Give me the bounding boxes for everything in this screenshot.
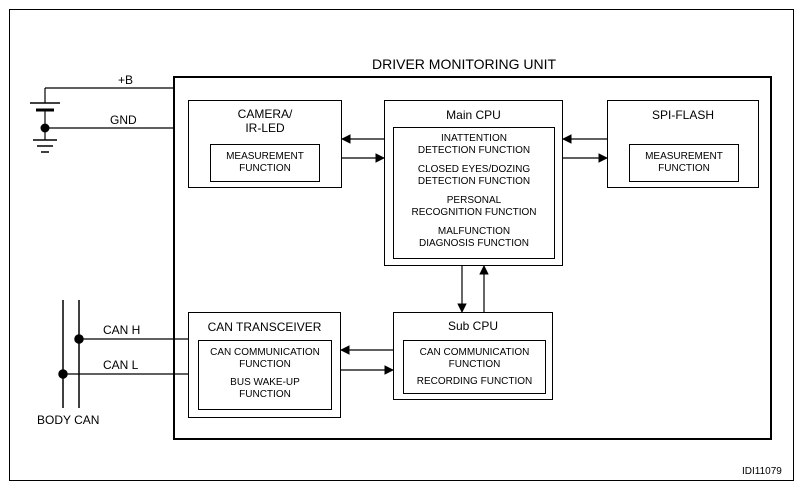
battery-symbol (30, 87, 173, 140)
function-can-communication: CAN COMMUNICATION FUNCTION (210, 347, 320, 370)
main-cpu-title: Main CPU (446, 108, 501, 122)
unit-title: DRIVER MONITORING UNIT (372, 56, 557, 72)
main-cpu-block: Main CPU INATTENTION DETECTION FUNCTION … (384, 100, 563, 266)
function-sub-can-communication: CAN COMMUNICATION FUNCTION (419, 347, 530, 370)
can-l-label: CAN L (103, 358, 139, 372)
function-recording: RECORDING FUNCTION (416, 376, 533, 387)
function-personal-recognition: PERSONAL RECOGNITION FUNCTION (411, 195, 537, 218)
can-h-label: CAN H (103, 323, 141, 337)
main-cpu-functions-box: INATTENTION DETECTION FUNCTION CLOSED EY… (393, 127, 555, 259)
figure-id: IDI11079 (742, 466, 782, 477)
function-bus-wake-up: BUS WAKE-UP FUNCTION (230, 377, 300, 400)
function-inattention: INATTENTION DETECTION FUNCTION (417, 133, 531, 156)
plus-b-label: +B (118, 73, 134, 87)
sub-cpu-block: Sub CPU CAN COMMUNICATION FUNCTION RECOR… (393, 312, 553, 400)
can-transceiver-block: CAN TRANSCEIVER CAN COMMUNICATION FUNCTI… (188, 312, 341, 418)
can-transceiver-functions-box: CAN COMMUNICATION FUNCTION BUS WAKE-UP F… (198, 340, 332, 410)
can-bus-lines (58, 300, 189, 408)
function-malfunction-diagnosis: MALFUNCTION DIAGNOSIS FUNCTION (418, 226, 529, 249)
can-transceiver-title: CAN TRANSCEIVER (207, 320, 322, 334)
ground-icon (33, 139, 57, 153)
flash-measurement-function-box: MEASUREMENT FUNCTION (629, 144, 739, 182)
spi-flash-title: SPI-FLASH (651, 108, 714, 122)
gnd-wire (40, 123, 173, 133)
gnd-label: GND (110, 113, 137, 127)
function-closed-eyes: CLOSED EYES/DOZING DETECTION FUNCTION (417, 164, 531, 187)
camera-title: CAMERA/ IR-LED (237, 107, 293, 135)
camera-ir-led-block: CAMERA/ IR-LED MEASUREMENT FUNCTION (188, 100, 342, 188)
sub-cpu-functions-box: CAN COMMUNICATION FUNCTION RECORDING FUN… (403, 340, 546, 394)
body-can-label: BODY CAN (37, 413, 100, 427)
sub-cpu-title: Sub CPU (447, 319, 499, 333)
spi-flash-block: SPI-FLASH MEASUREMENT FUNCTION (607, 100, 759, 188)
camera-measurement-function-box: MEASUREMENT FUNCTION (210, 144, 320, 182)
